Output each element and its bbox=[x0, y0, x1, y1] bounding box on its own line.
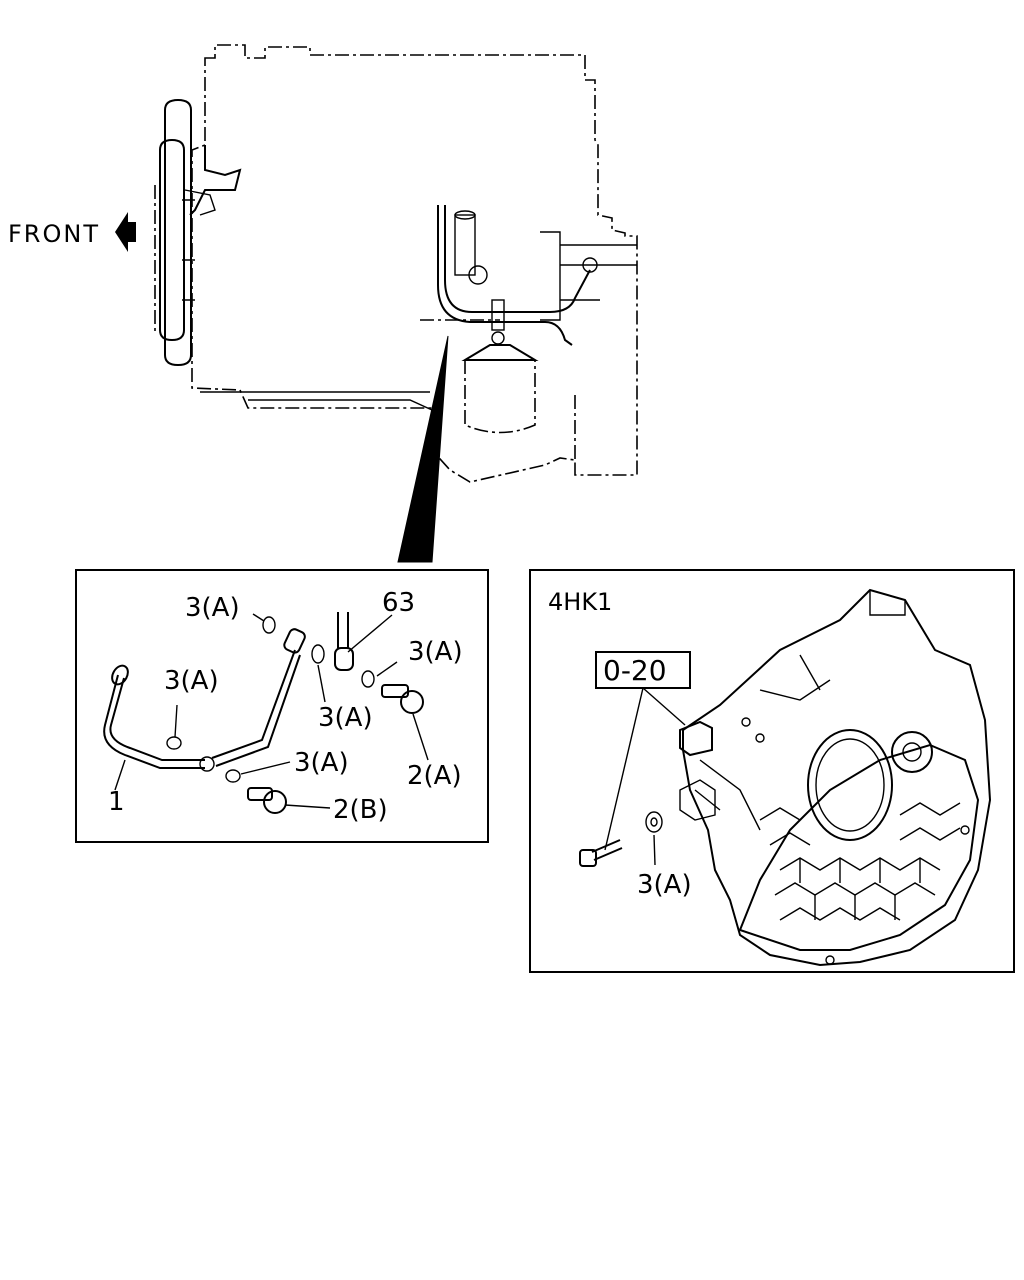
washer-icon bbox=[645, 811, 663, 833]
arrow-left-icon bbox=[115, 212, 136, 252]
bolt bbox=[579, 839, 623, 867]
washer-icon bbox=[361, 670, 375, 688]
detail-box-left-frame bbox=[75, 569, 489, 843]
front-label: FRONT bbox=[8, 220, 100, 248]
model-label: 4HK1 bbox=[548, 588, 612, 616]
washer-icon bbox=[166, 736, 182, 750]
detail-box-right-frame bbox=[529, 569, 1015, 973]
callout-3a: 3(A) bbox=[637, 870, 692, 900]
flywheel-housing bbox=[679, 588, 992, 967]
reference-label: 0-20 bbox=[603, 654, 667, 687]
banjo-fitting-63 bbox=[334, 612, 354, 671]
oil-pipe-part-1 bbox=[103, 628, 306, 772]
engine-overview bbox=[154, 44, 638, 563]
washer-hole bbox=[650, 817, 658, 827]
callout-1: 1 bbox=[108, 787, 125, 817]
callout-3a: 3(A) bbox=[294, 748, 349, 778]
callout-2b: 2(B) bbox=[333, 795, 388, 825]
callout-2a: 2(A) bbox=[407, 761, 462, 791]
callout-3a: 3(A) bbox=[185, 593, 240, 623]
callout-63: 63 bbox=[382, 588, 415, 618]
front-direction: FRONT bbox=[8, 212, 136, 252]
eye-bolt-2b bbox=[247, 787, 287, 814]
detail-box-oil-pipe: 3(A) 63 3(A) 3(A) 3(A) 3(A) 2(A) 1 2(B) bbox=[75, 569, 489, 843]
callout-3a: 3(A) bbox=[408, 637, 463, 667]
washer-icon bbox=[311, 644, 325, 664]
washer-icon bbox=[225, 769, 241, 783]
callout-3a: 3(A) bbox=[318, 703, 373, 733]
detail-box-flywheel-housing: 4HK1 0-20 bbox=[529, 569, 1015, 973]
washer-icon bbox=[262, 616, 276, 634]
callout-3a: 3(A) bbox=[164, 666, 219, 696]
eye-bolt-2a bbox=[381, 684, 424, 714]
